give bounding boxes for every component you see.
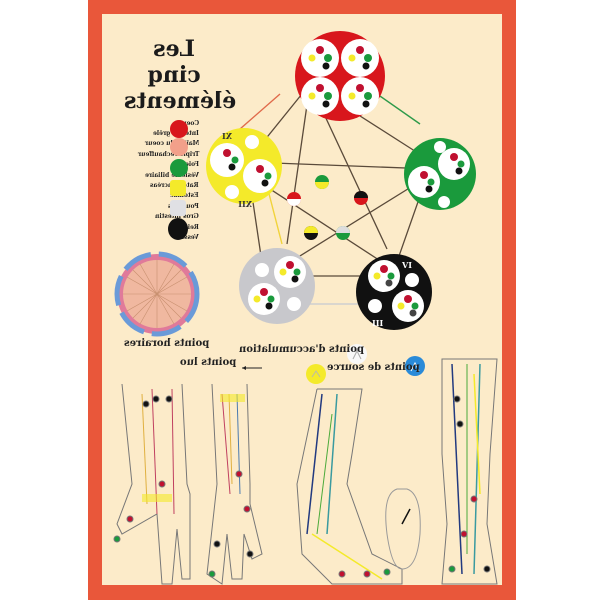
fire-element-circle [295,31,385,121]
legend-item: Foie [112,160,202,170]
svg-text:III: III [372,318,383,328]
legend-item: Rate-Pancréas [112,180,202,190]
legend-item: Coeur [112,118,202,128]
clock-label: points horaires [124,338,210,349]
title-line-2: éléments [124,88,237,114]
water-element-circle: III VI [356,254,432,330]
accumulation-points-label: points d'accumulation [239,344,364,355]
poster-canvas: XI XII [102,14,502,585]
legend-item: Maître du coeur [112,139,202,149]
poster-border: XI XII [88,0,516,600]
source-points-label: points de source [327,362,420,373]
legend-item: Vésicule biliaire [112,170,202,180]
leg-figure-side [296,388,403,585]
legend-item: Vessie [112,232,202,242]
foot-sole-figure [385,488,421,570]
organ-legend: Coeur Intestin grêle Maître du coeur Tri… [112,118,202,243]
legend-marker-fire-minister [170,138,188,156]
legend-item: Intestin grêle [112,128,202,138]
legend-item: Gros intestin [112,212,202,222]
legend-marker-water [168,218,188,240]
key-icons [242,344,425,384]
poster-title: Les cinq éléments [124,36,236,114]
legend-marker-metal [170,200,186,216]
arm-figure-right [206,383,263,585]
svg-text:XI: XI [222,131,232,141]
earth-element-circle: XI XII [206,128,282,209]
metal-element-circle [239,248,315,324]
svg-text:XII: XII [238,199,252,209]
svg-text:VI: VI [401,260,412,270]
legend-marker-fire [170,120,188,138]
legend-item: Triple réchauffeur [112,149,202,159]
title-line-1: Les cinq [147,36,201,88]
legend-marker-earth [170,180,186,196]
legend-item: Poumons [112,201,202,211]
legend-item: Reins [112,222,202,232]
horary-clock-wheel [114,251,200,337]
wood-element-circle [404,138,476,210]
legend-item: Estomac [112,191,202,201]
leg-figure-front [441,358,498,585]
center-dots [287,175,368,240]
five-elements-diagram: XI XII [113,31,498,585]
luo-points-label: points luo [180,357,237,368]
arm-figure-left [113,383,191,585]
legend-marker-wood [170,159,188,177]
legend-label: Triple réchauffeur [137,150,199,158]
